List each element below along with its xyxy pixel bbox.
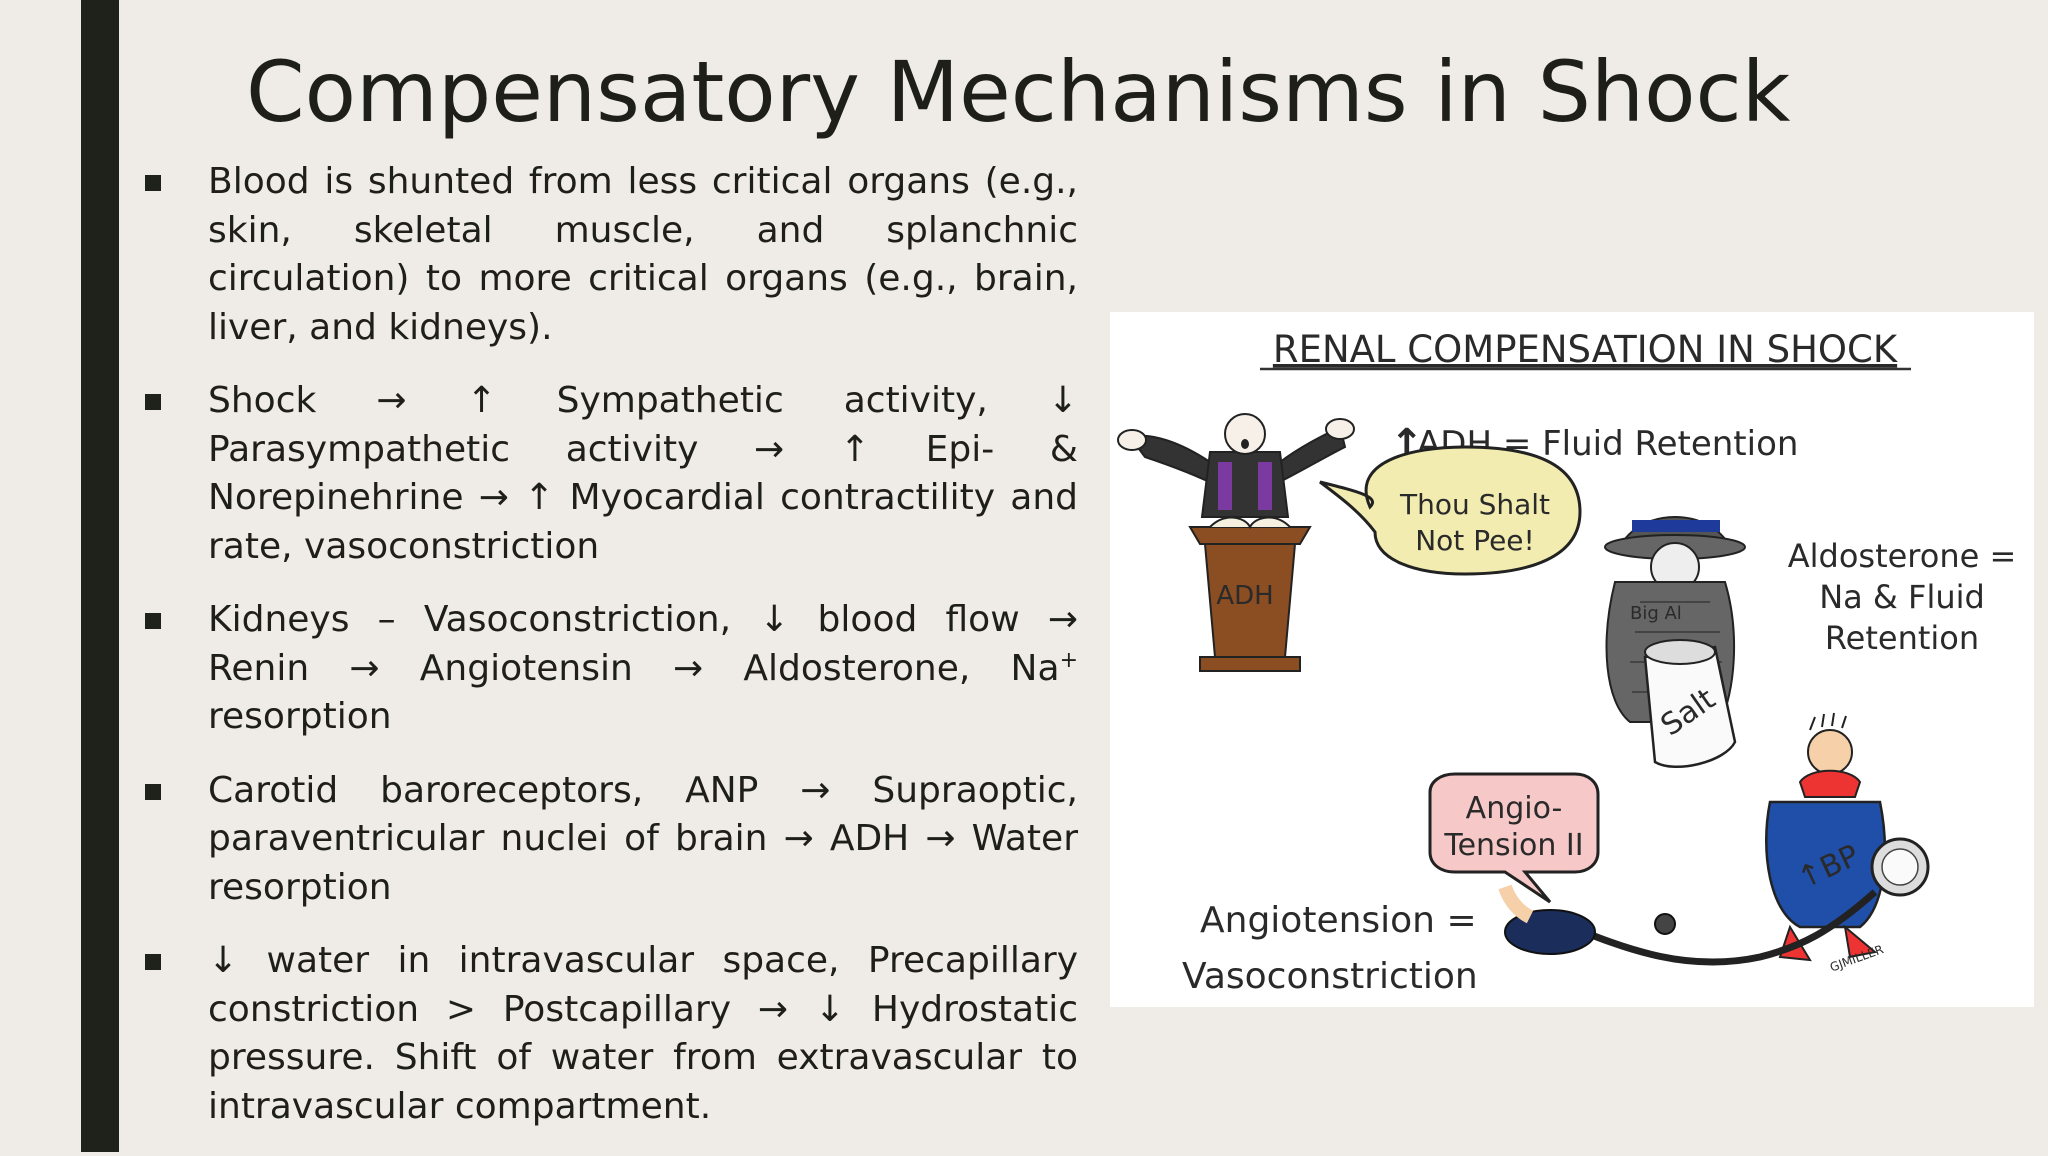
square-bullet-icon [145,954,161,970]
bullet-item: Shock → ↑ Sympathetic activity, ↓ Parasy… [140,377,1078,571]
square-bullet-icon [145,394,161,410]
bullet-text: ↓ water in intravascular space, Precapil… [208,940,1078,1127]
accent-bar [81,0,119,1152]
bullet-text: Carotid baroreceptors, ANP → Supraoptic,… [208,769,1078,908]
square-bullet-icon [145,783,161,800]
bullet-item: Carotid baroreceptors, ANP → Supraoptic,… [140,767,1078,913]
speech-line-2: Not Pee! [1415,524,1535,557]
aldo-line-1: Aldosterone = [1788,537,2017,575]
aldo-line-3: Retention [1825,619,1979,657]
podium-label: ADH [1216,581,1273,611]
angio-bubble-line-2: Tension II [1443,828,1583,863]
angio-caption-line-1: Angiotension = [1200,900,1477,941]
cartoon-heading: RENAL COMPENSATION IN SHOCK [1273,328,1899,371]
bullet-item: ↓ water in intravascular space, Precapil… [140,937,1078,1131]
square-bullet-icon [145,613,161,629]
angio-bubble: Angio- Tension II [1428,772,1600,904]
angio-caption-line-2: Vasoconstriction [1182,956,1478,997]
bp-pump-icon [1498,884,1878,966]
bullet-item: Kidneys – Vasoconstriction, ↓ blood flow… [140,596,1078,742]
bullet-item: Blood is shunted from less critical orga… [140,158,1078,352]
bullet-text: Blood is shunted from less critical orga… [208,161,1078,348]
speech-line-1: Thou Shalt [1399,488,1550,521]
salt-jar-icon: Salt [1643,639,1737,769]
angio-bubble-line-1: Angio- [1466,791,1563,826]
aldo-line-2: Na & Fluid [1819,578,1985,616]
square-bullet-icon [145,175,161,191]
bullet-text: Kidneys – Vasoconstriction, ↓ blood flow… [208,599,1078,737]
podium-icon: ADH [1188,516,1312,672]
bullet-text: Shock → ↑ Sympathetic activity, ↓ Parasy… [208,380,1078,567]
bullet-list: Blood is shunted from less critical orga… [140,158,1078,1156]
preacher-icon [1117,413,1355,518]
bp-patient-icon: ↑BP [1765,712,1930,962]
coat-label: Big Al [1630,603,1682,624]
slide-title: Compensatory Mechanisms in Shock [246,43,1791,141]
renal-compensation-cartoon: RENAL COMPENSATION IN SHOCK ADH [1110,312,2034,1007]
speech-bubble: Thou Shalt Not Pee! [1319,445,1582,576]
